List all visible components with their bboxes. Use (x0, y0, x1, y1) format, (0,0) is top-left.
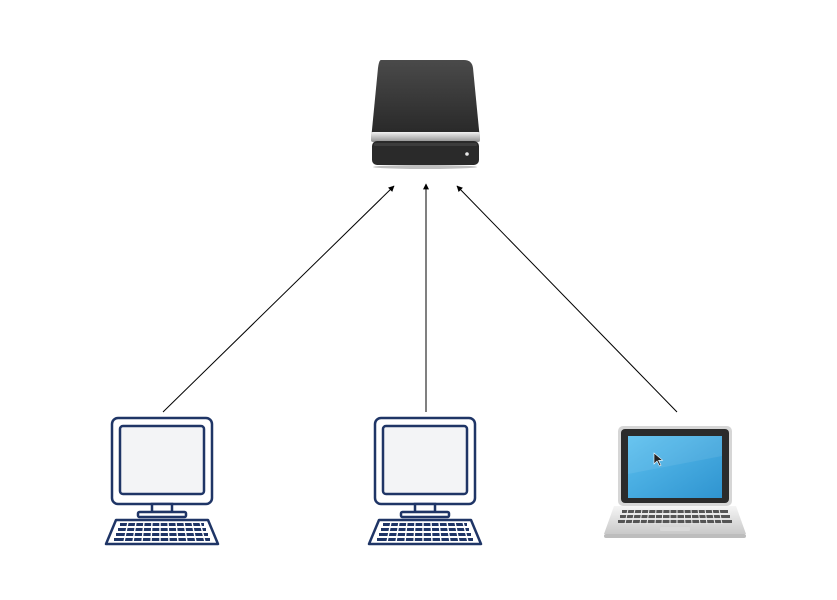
desktop-computer-icon (104, 416, 220, 546)
external-hard-drive-icon (371, 60, 480, 169)
desktop-computer-icon (367, 416, 483, 546)
edge-desktop-left-to-drive (162, 185, 395, 413)
cursor-icon (653, 452, 664, 467)
laptop-icon (604, 426, 746, 538)
edge-laptop-to-drive (456, 185, 678, 413)
